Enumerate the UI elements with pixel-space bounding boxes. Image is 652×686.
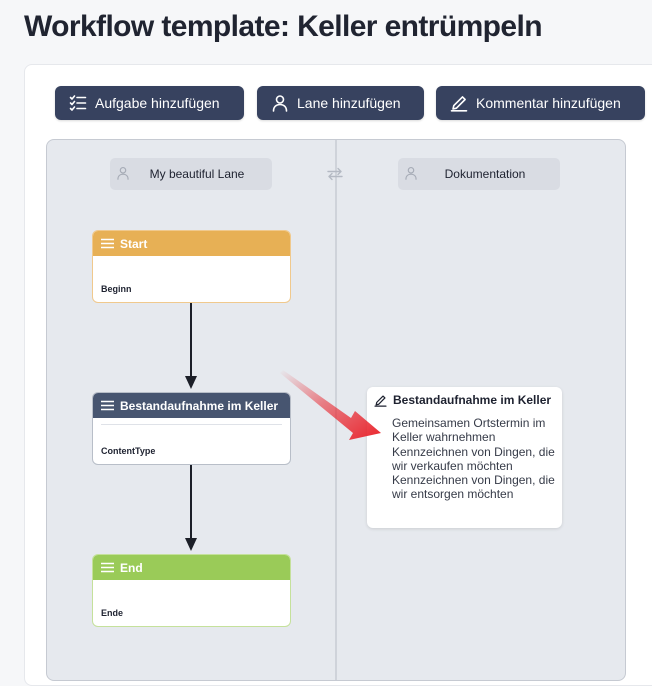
swap-arrows-icon[interactable] bbox=[326, 167, 344, 181]
workflow-node-start[interactable]: Start Beginn bbox=[92, 230, 291, 303]
edge-arrowhead bbox=[185, 538, 197, 551]
add-comment-button[interactable]: Kommentar hinzufügen bbox=[436, 86, 645, 120]
hamburger-menu-icon[interactable] bbox=[101, 562, 114, 573]
comment-line: Gemeinsamen Ortstermin im bbox=[392, 416, 546, 430]
comment-line: wir verkaufen möchten bbox=[392, 458, 513, 473]
workflow-edges bbox=[185, 303, 197, 551]
workflow-canvas[interactable]: My beautiful Lane Dokumentation Start Be… bbox=[46, 139, 626, 681]
checklist-icon bbox=[69, 95, 87, 111]
lane-header-2[interactable]: Dokumentation bbox=[398, 158, 560, 190]
edge-arrowhead bbox=[185, 376, 197, 389]
node-separator bbox=[101, 424, 282, 425]
person-icon bbox=[117, 166, 129, 180]
lane-header-1[interactable]: My beautiful Lane bbox=[110, 158, 272, 190]
hamburger-menu-icon[interactable] bbox=[101, 238, 114, 249]
page-title: Workflow template: Keller entrümpeln bbox=[24, 10, 543, 43]
person-icon bbox=[272, 95, 288, 112]
node-subtitle: Beginn bbox=[101, 284, 132, 294]
node-subtitle: Ende bbox=[101, 608, 124, 618]
comment-line: Kennzeichnen von Dingen, die bbox=[392, 473, 555, 488]
comment-title: Bestandaufnahme im Keller bbox=[393, 393, 552, 407]
comment-card[interactable]: Bestandaufnahme im Keller Gemeinsamen Or… bbox=[367, 387, 562, 528]
comment-line: Kennzeichnen von Dingen, die bbox=[392, 444, 555, 459]
pencil-icon bbox=[450, 96, 468, 112]
node-subtitle: ContentType bbox=[101, 446, 156, 456]
lane-label: Dokumentation bbox=[444, 167, 526, 181]
lane-label: My beautiful Lane bbox=[149, 167, 245, 181]
comment-line: wir entsorgen möchten bbox=[392, 487, 514, 502]
node-title: Bestandaufnahme im Keller bbox=[120, 398, 279, 413]
node-title: End bbox=[120, 560, 143, 575]
node-title: Start bbox=[120, 236, 148, 251]
workflow-node-task[interactable]: Bestandaufnahme im Keller ContentType bbox=[92, 392, 291, 465]
add-task-label: Aufgabe hinzufügen bbox=[95, 95, 220, 111]
add-task-button[interactable]: Aufgabe hinzufügen bbox=[55, 86, 244, 120]
add-lane-label: Lane hinzufügen bbox=[297, 95, 401, 111]
add-lane-button[interactable]: Lane hinzufügen bbox=[257, 86, 424, 120]
add-comment-label: Kommentar hinzufügen bbox=[476, 95, 621, 111]
highlight-arrow bbox=[280, 370, 381, 440]
comment-text: Gemeinsamen Ortstermin im Keller wahrneh… bbox=[392, 416, 558, 502]
hamburger-menu-icon[interactable] bbox=[101, 400, 114, 411]
comment-line: Keller wahrnehmen bbox=[392, 430, 496, 445]
pencil-icon[interactable] bbox=[374, 394, 387, 407]
person-icon bbox=[405, 166, 417, 180]
workflow-node-end[interactable]: End Ende bbox=[92, 554, 291, 627]
